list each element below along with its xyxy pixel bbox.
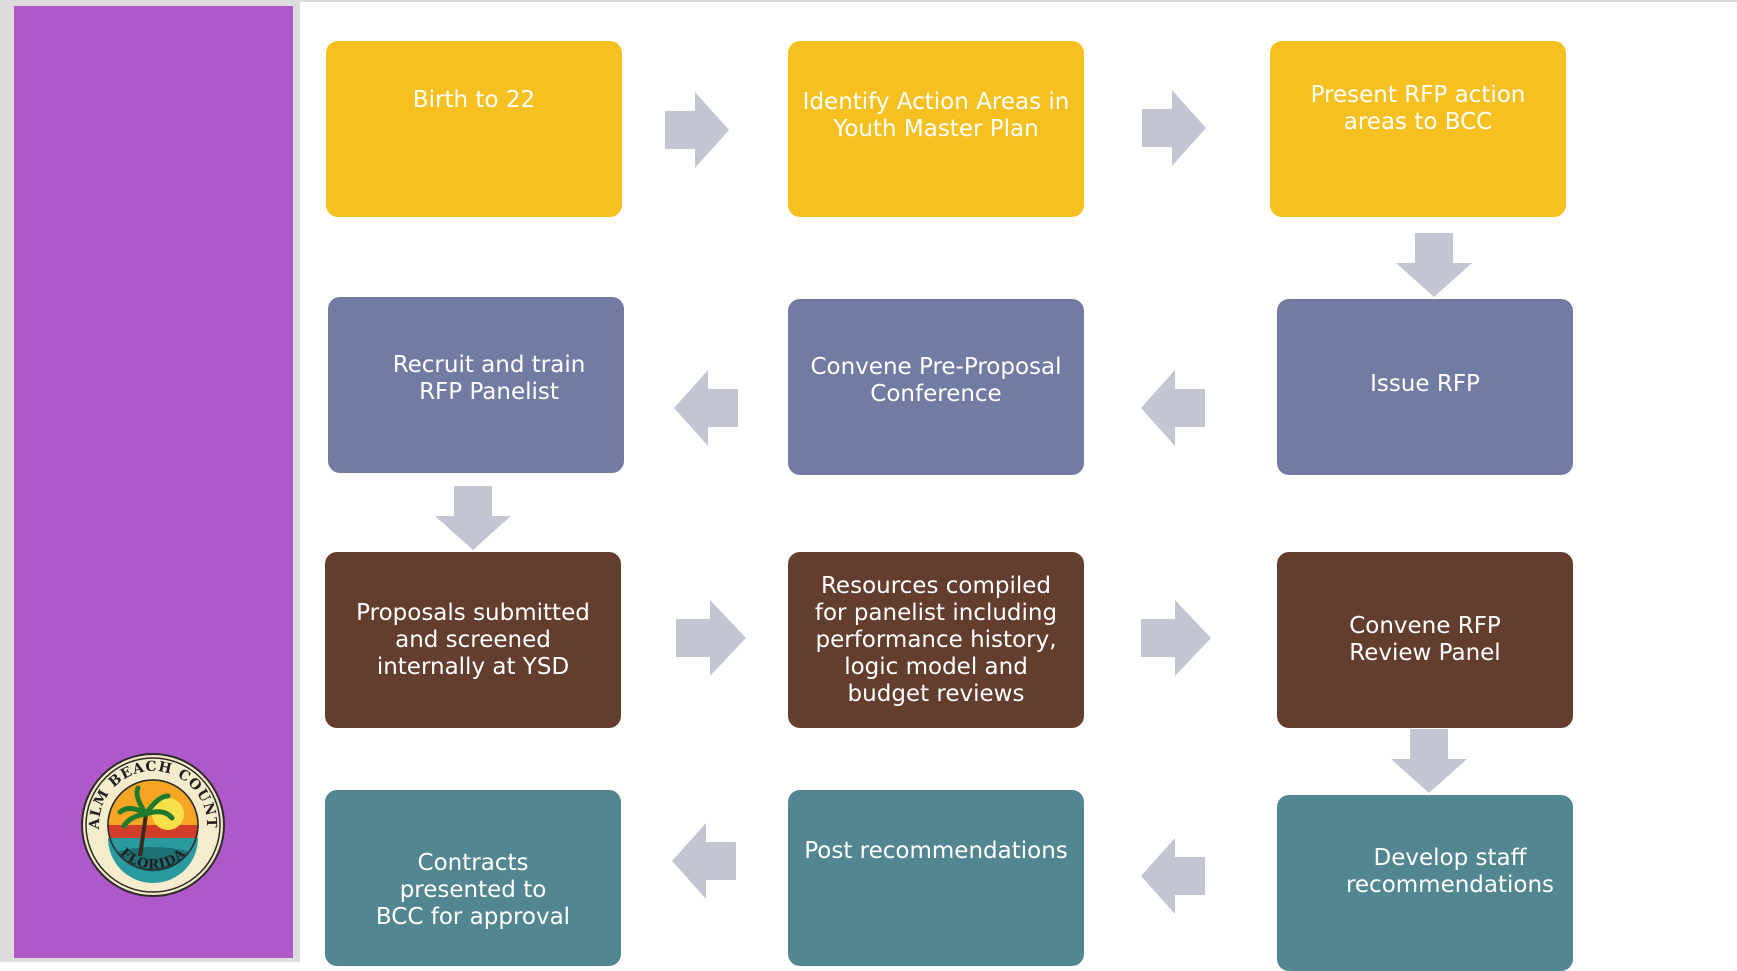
- step-birth-to-22: Birth to 22: [326, 41, 622, 217]
- arrow-down-icon: [1396, 233, 1472, 297]
- step-post-recommendations: Post recommendations: [788, 790, 1084, 966]
- arrow-left-icon: [674, 370, 738, 446]
- arrow-down-icon: [435, 486, 511, 550]
- step-label: Convene Pre-Proposal Conference: [810, 354, 1062, 407]
- step-present-rfp-action-areas: Present RFP action areas to BCC: [1270, 41, 1566, 217]
- sidebar: PALM BEACH COUNTY FLORIDA: [0, 0, 300, 962]
- arrow-left-icon: [672, 823, 736, 899]
- arrow-down-icon: [1391, 729, 1467, 793]
- step-label: Post recommendations: [804, 838, 1068, 864]
- palm-beach-county-seal: PALM BEACH COUNTY FLORIDA: [80, 752, 225, 897]
- step-label: Contracts presented to BCC for approval: [375, 850, 571, 930]
- step-label: Identify Action Areas in Youth Master Pl…: [802, 89, 1070, 142]
- step-develop-staff-recommendations: Develop staff recommendations: [1277, 795, 1573, 971]
- step-convene-review-panel: Convene RFP Review Panel: [1277, 552, 1573, 728]
- step-label: Birth to 22: [412, 87, 536, 113]
- step-proposals-submitted: Proposals submitted and screened interna…: [325, 552, 621, 728]
- arrow-right-icon: [1142, 90, 1206, 166]
- arrow-right-icon: [1141, 600, 1211, 676]
- arrow-left-icon: [1141, 370, 1205, 446]
- step-label: Recruit and train RFP Panelist: [392, 352, 586, 405]
- step-label: Present RFP action areas to BCC: [1310, 82, 1526, 135]
- step-resources-compiled: Resources compiled for panelist includin…: [788, 552, 1084, 728]
- arrow-right-icon: [665, 92, 729, 168]
- step-contracts-presented: Contracts presented to BCC for approval: [325, 790, 621, 966]
- step-convene-pre-proposal: Convene Pre-Proposal Conference: [788, 299, 1084, 475]
- arrow-right-icon: [676, 600, 746, 676]
- step-label: Develop staff recommendations: [1345, 845, 1555, 898]
- top-border: [0, 0, 1737, 2]
- arrow-left-icon: [1141, 838, 1205, 914]
- step-label: Issue RFP: [1370, 371, 1480, 397]
- step-issue-rfp: Issue RFP: [1277, 299, 1573, 475]
- step-recruit-train-panelist: Recruit and train RFP Panelist: [328, 297, 624, 473]
- step-identify-action-areas: Identify Action Areas in Youth Master Pl…: [788, 41, 1084, 217]
- step-label: Convene RFP Review Panel: [1349, 613, 1501, 666]
- step-label: Resources compiled for panelist includin…: [814, 572, 1058, 707]
- step-label: Proposals submitted and screened interna…: [356, 599, 590, 680]
